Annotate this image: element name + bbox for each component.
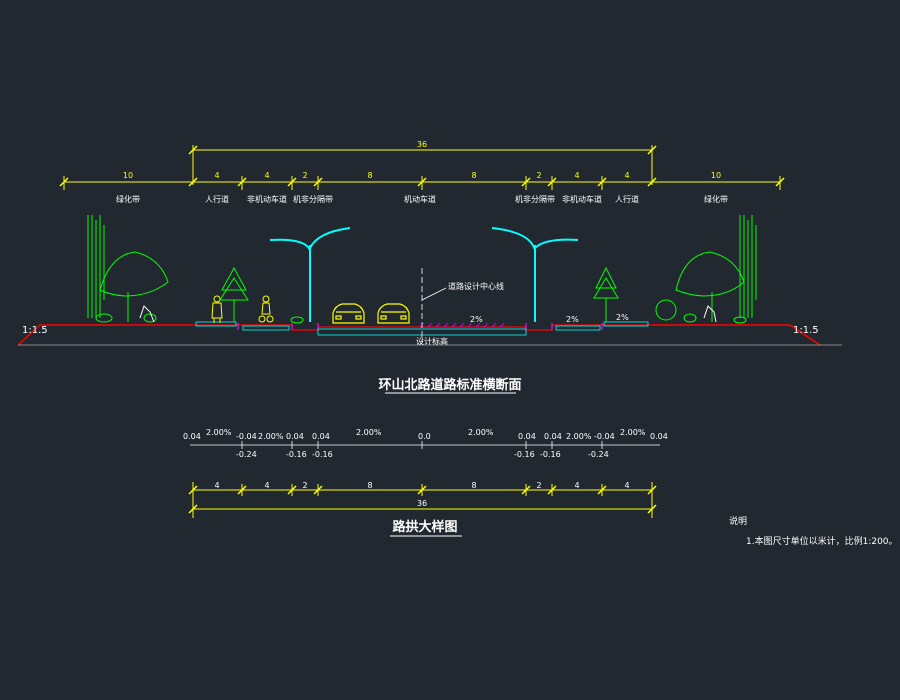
arch-label: 0.04 [518, 432, 536, 441]
arch-label: -0.24 [236, 450, 257, 459]
arch-label: 0.04 [183, 432, 201, 441]
segment-name: 非机动车道 [247, 194, 287, 204]
segment-name: 非机动车道 [562, 194, 602, 204]
street-lamp-icon [491, 227, 579, 322]
conifer-tree-icon [593, 266, 619, 322]
segment-name: 绿化带 [704, 194, 728, 204]
elevation-label: 设计标高 [416, 336, 448, 346]
car-icon [332, 303, 365, 324]
arch-segment-width: 2 [536, 481, 541, 490]
arch-label: 2.00% [566, 432, 592, 441]
segment-width: 10 [123, 171, 133, 180]
segment-name-labels: 绿化带 人行道 非机动车道 机非分隔带 机动车道 机非分隔带 非机动车道 人行道… [116, 194, 728, 204]
arch-total-width: 36 [417, 499, 427, 508]
cyclist-icon [258, 295, 274, 323]
street-lamp-icon [269, 227, 351, 322]
arch-dimension-chain [188, 482, 657, 518]
segment-width: 8 [367, 171, 372, 180]
slope-label-left: 1:1.5 [22, 325, 48, 336]
tall-tree-icon [739, 215, 757, 318]
arch-label: 2.00% [620, 428, 646, 437]
arch-label: 0.04 [544, 432, 562, 441]
arch-segment-width: 4 [264, 481, 269, 490]
segment-name: 机非分隔带 [515, 194, 555, 204]
centerline-label: 道路设计中心线 [448, 281, 504, 291]
arch-bottom-labels: -0.24 -0.16 -0.16 -0.16 -0.16 -0.24 [236, 450, 609, 459]
shrub-icon [95, 313, 157, 323]
arch-label: 0.0 [418, 432, 431, 441]
arch-label: 0.04 [312, 432, 330, 441]
car-icon [377, 303, 410, 324]
segment-width: 10 [711, 171, 721, 180]
broad-tree-icon [99, 251, 169, 322]
arch-segment-width: 8 [367, 481, 372, 490]
arch-segment-width: 4 [574, 481, 579, 490]
segment-width: 4 [624, 171, 629, 180]
arch-label: -0.16 [286, 450, 307, 459]
segment-name: 人行道 [205, 194, 229, 204]
notes-heading: 说明 [729, 515, 747, 527]
arch-label: 2.00% [356, 428, 382, 437]
arch-label: -0.24 [588, 450, 609, 459]
bench-figure-icon [139, 305, 717, 323]
segment-name: 绿化带 [116, 194, 140, 204]
grade-label: 2% [616, 313, 629, 322]
segment-width: 4 [574, 171, 579, 180]
overall-width-label: 36 [417, 140, 427, 149]
arch-segment-labels: 4 4 2 8 8 2 4 4 36 [214, 481, 629, 508]
pedestrian-icon [211, 295, 223, 323]
broad-tree-icon [675, 251, 745, 322]
arch-label: -0.16 [312, 450, 333, 459]
arch-label: -0.16 [514, 450, 535, 459]
arch-profile [190, 441, 660, 449]
segment-name: 机动车道 [404, 194, 436, 204]
arch-segment-width: 4 [624, 481, 629, 490]
conifer-tree-icon [219, 266, 249, 322]
arch-title: 路拱大样图 [392, 519, 457, 535]
arch-label: 0.04 [650, 432, 668, 441]
segment-width: 4 [214, 171, 219, 180]
tall-tree-icon [87, 215, 105, 318]
slope-label-right: 1:1.5 [793, 325, 819, 336]
segment-width-labels: 10 4 4 2 8 8 2 4 4 10 [123, 171, 721, 180]
arch-label: 2.00% [258, 432, 284, 441]
grade-label: 2% [566, 315, 579, 324]
arch-segment-width: 8 [471, 481, 476, 490]
arch-segment-width: 2 [302, 481, 307, 490]
section-title: 环山北路道路标准横断面 [378, 377, 521, 393]
shrub-icon [290, 316, 304, 324]
segment-width: 2 [302, 171, 307, 180]
segment-width: 2 [536, 171, 541, 180]
notes-item: 1.本图尺寸单位以米计，比例1:200。 [746, 535, 898, 547]
segment-width: 4 [264, 171, 269, 180]
arch-label: 0.04 [286, 432, 304, 441]
arch-label: 2.00% [468, 428, 494, 437]
segment-name: 人行道 [615, 194, 639, 204]
arch-label: -0.16 [540, 450, 561, 459]
arch-top-labels: 0.04 2.00% -0.04 2.00% 0.04 0.04 2.00% 0… [183, 428, 668, 441]
arch-segment-width: 4 [214, 481, 219, 490]
arch-label: -0.04 [594, 432, 615, 441]
segment-name: 机非分隔带 [293, 194, 333, 204]
segment-width: 8 [471, 171, 476, 180]
top-dimension-chain [59, 145, 785, 190]
grade-label: 2% [470, 315, 483, 324]
arch-label: -0.04 [236, 432, 257, 441]
arch-label: 2.00% [206, 428, 232, 437]
shrub-icon [655, 299, 747, 324]
